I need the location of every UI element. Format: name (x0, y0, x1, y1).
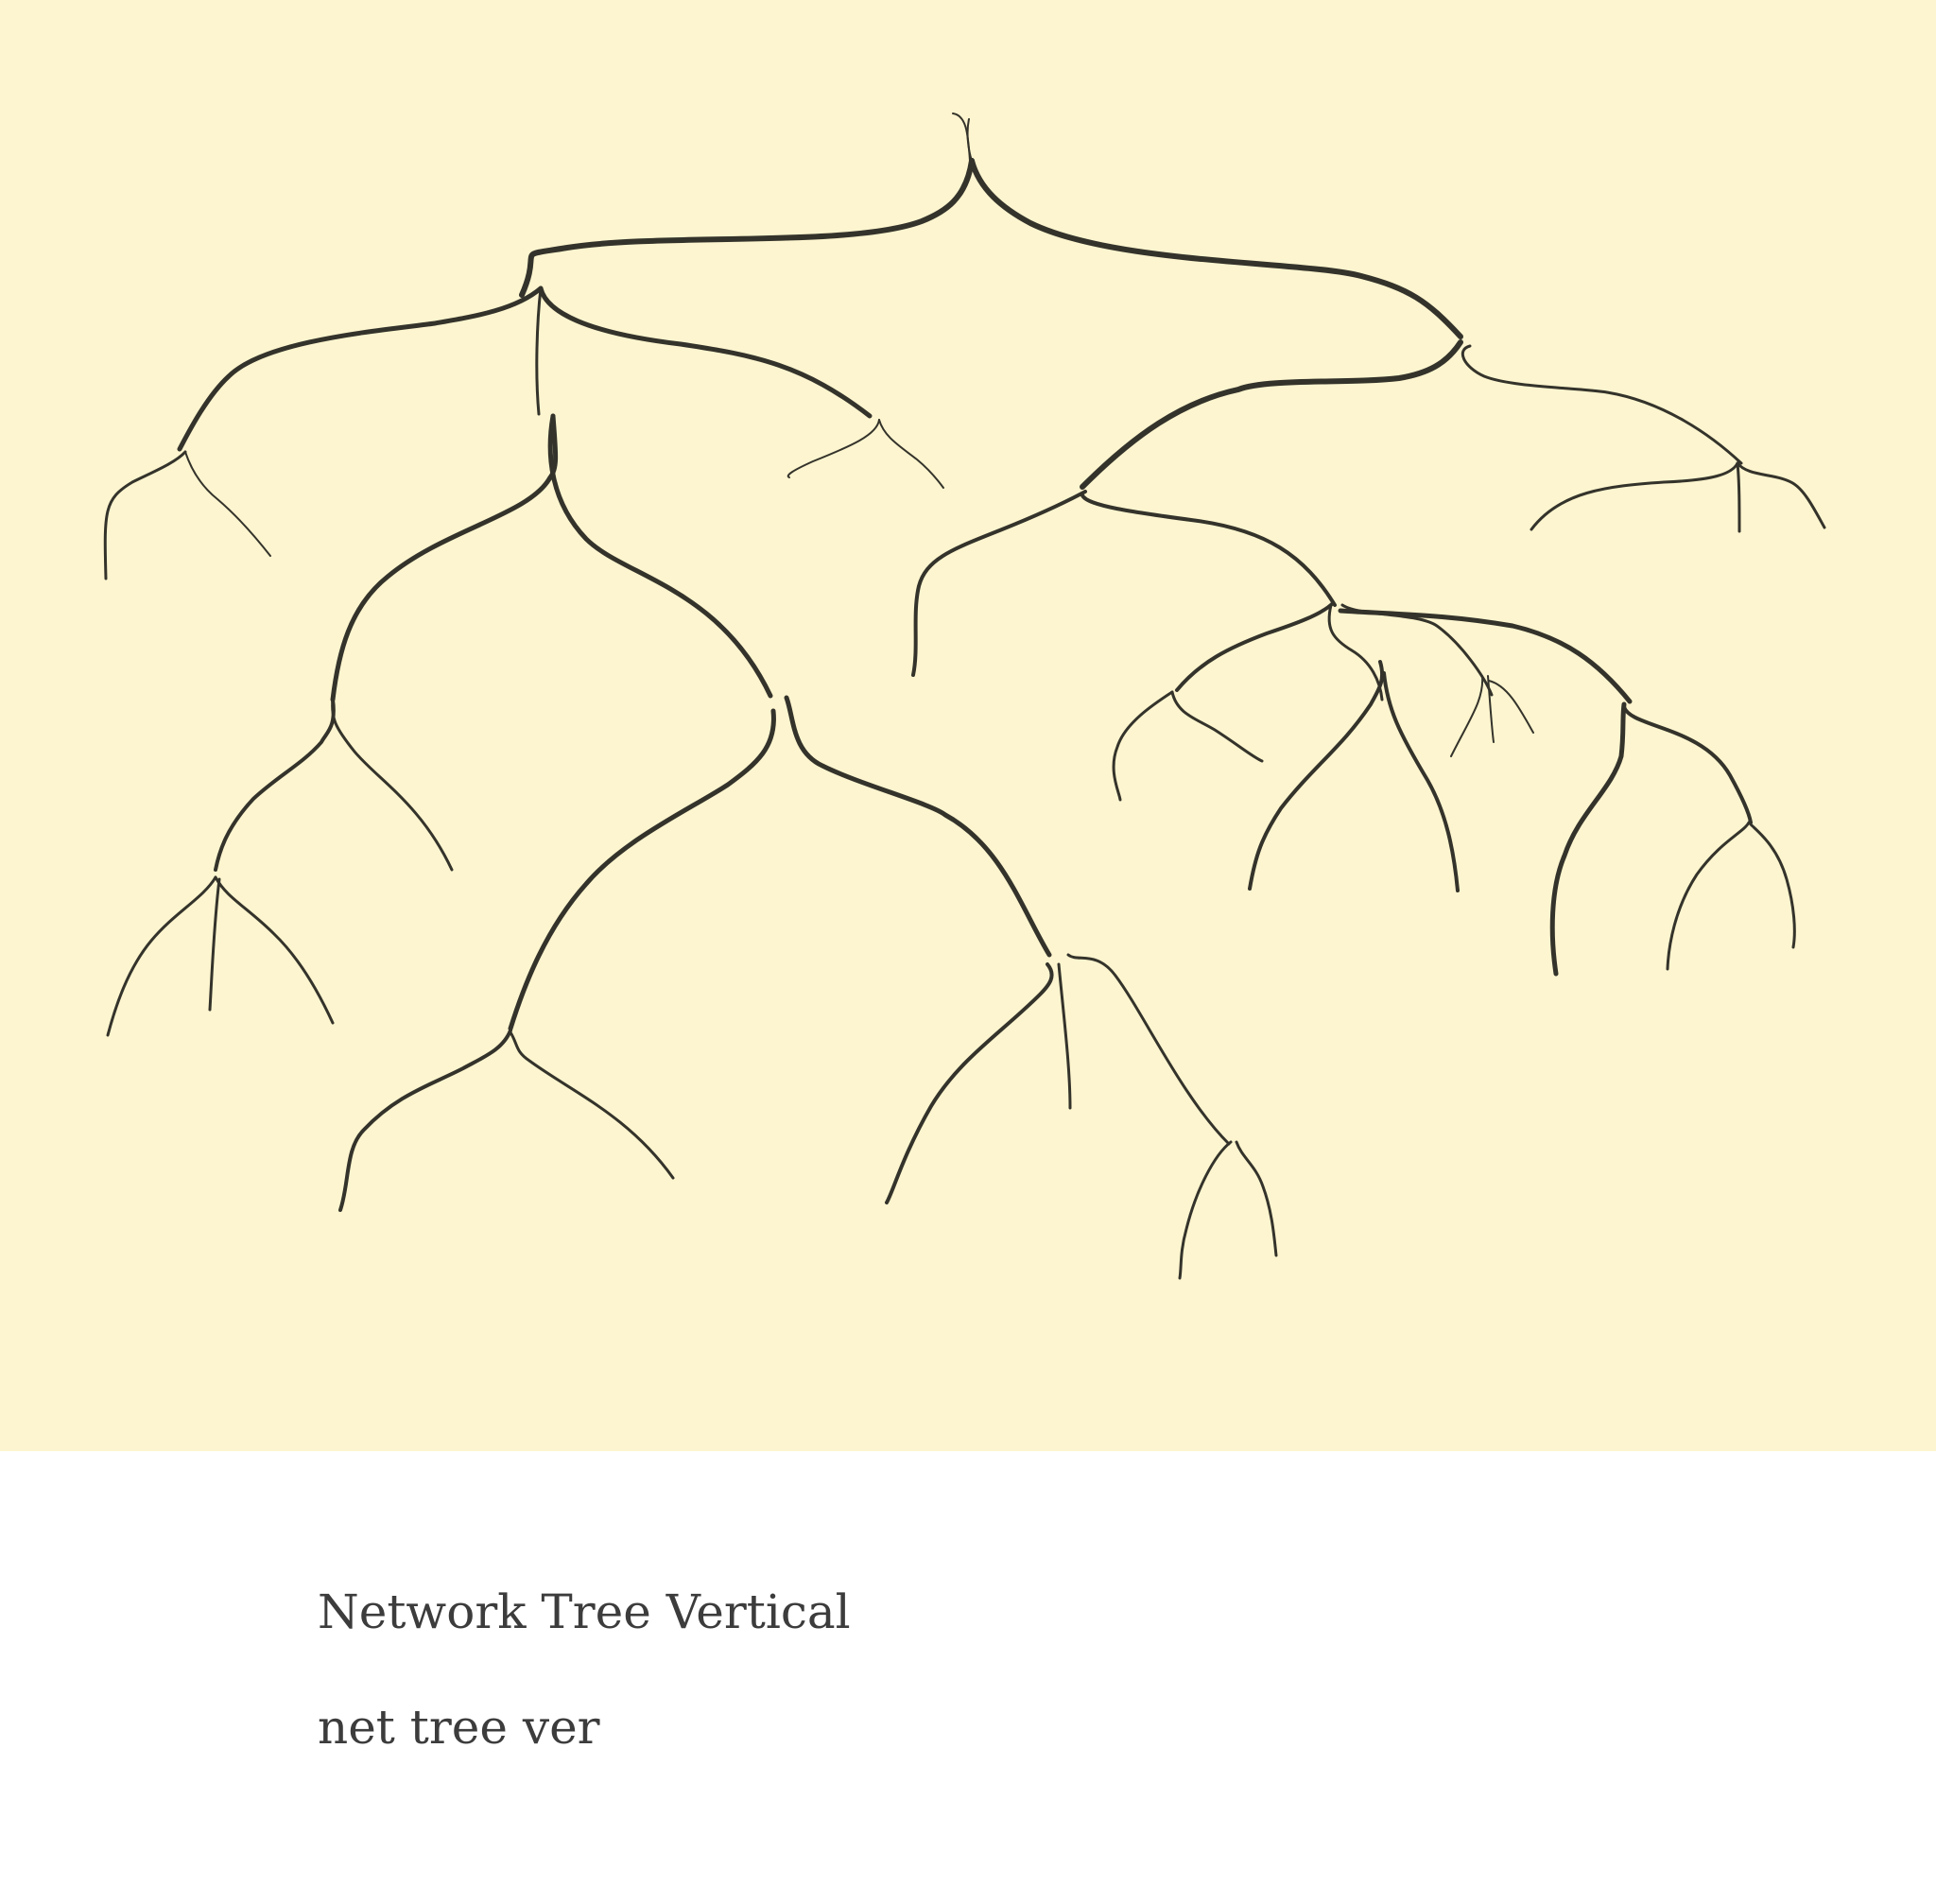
tree-branch (1338, 608, 1633, 704)
tree-branch (1248, 660, 1385, 891)
tree-branch (1622, 705, 1753, 824)
tree-branch (519, 158, 975, 298)
tree-branch (214, 875, 335, 1025)
tree-branch (1450, 675, 1484, 757)
caption-subtitle: net tree ver (318, 1700, 600, 1755)
tree-branch (1736, 461, 1741, 533)
tree-branch (535, 286, 543, 416)
tree-branch (786, 419, 880, 478)
tree-branch (1736, 461, 1826, 529)
tree-branch (338, 1029, 512, 1212)
diagram-caption: Network Tree Vertical net tree ver (318, 1588, 1830, 1751)
tree-branch (1327, 603, 1384, 701)
tree-branch (1112, 690, 1174, 802)
tree-branch (1235, 1140, 1278, 1257)
tree-branch (509, 1030, 675, 1180)
tree-branch (330, 413, 559, 702)
tree-branch (878, 419, 944, 489)
tree-branch (1461, 344, 1743, 465)
network-tree-diagram (103, 113, 1826, 1280)
tree-canvas (0, 0, 1936, 1451)
tree-branch (208, 877, 221, 1012)
caption-title: Network Tree Vertical (318, 1584, 851, 1639)
tree-branch (969, 158, 1463, 339)
tree-branch (1080, 493, 1337, 607)
tree-branch (106, 875, 217, 1037)
tree-branch (1382, 671, 1460, 892)
tree-branch (1175, 601, 1335, 692)
tree-branch (177, 286, 544, 452)
tree-branch (1057, 962, 1072, 1110)
tree-branch (1666, 821, 1751, 971)
tree-branch (1530, 461, 1739, 531)
tree-branch (184, 451, 271, 557)
tree-branch (1080, 339, 1463, 490)
tree-branch (784, 695, 1052, 958)
tree-branch (331, 698, 454, 872)
tree-branch (1488, 680, 1534, 734)
tree-branch (911, 490, 1087, 677)
tree-branch (1549, 701, 1627, 977)
tree-branch (1749, 822, 1796, 949)
tree-branch (214, 698, 336, 872)
tree-branch (1178, 1140, 1233, 1280)
tree-branch (508, 708, 776, 1031)
tree-branch (547, 413, 773, 699)
tree-root-stem (966, 118, 973, 162)
tree-branch (103, 450, 187, 580)
tree-branch (1487, 675, 1495, 743)
tree-branch (1066, 953, 1231, 1146)
tree-branch (885, 962, 1054, 1204)
tree-branch (1170, 690, 1264, 763)
tree-branch (538, 286, 873, 419)
